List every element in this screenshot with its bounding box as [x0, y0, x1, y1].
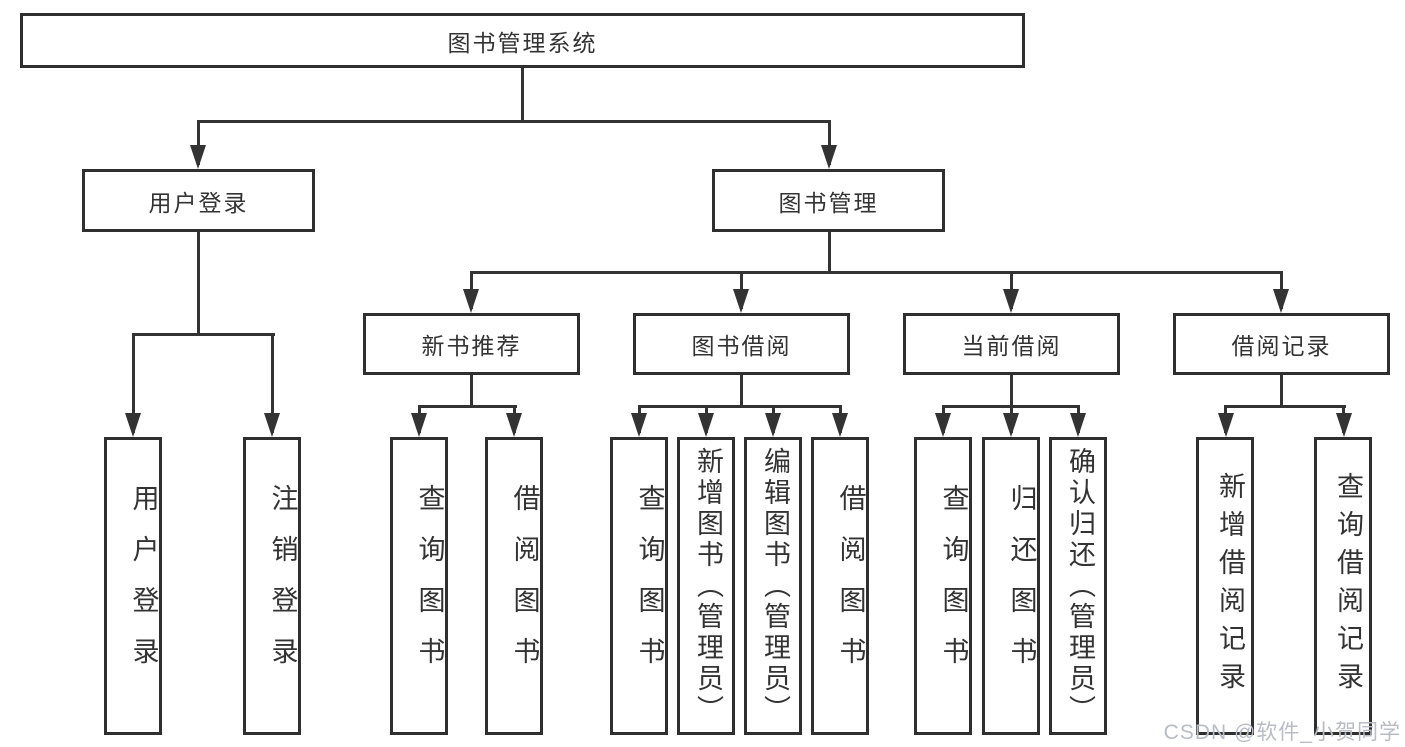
- node-new-book-recommendation: 新书推荐: [363, 313, 580, 375]
- arrowhead-down-icon: [631, 413, 647, 437]
- csdn-watermark: CSDN @软件_小贺同学: [1163, 721, 1401, 744]
- leaf-query-books-recommend: 查询图书: [390, 437, 448, 735]
- leaf-add-borrow-record: 新增借阅记录: [1196, 437, 1254, 735]
- connector-line: [520, 66, 524, 123]
- arrowhead-down-icon: [1070, 413, 1086, 437]
- leaf-return-books: 归还图书: [982, 437, 1040, 735]
- arrowhead-down-icon: [1218, 413, 1234, 437]
- arrowhead-down-icon: [698, 413, 714, 437]
- arrowhead-down-icon: [1003, 289, 1019, 313]
- connector-line: [637, 405, 842, 408]
- leaf-query-books-current: 查询图书: [914, 437, 972, 735]
- connector-line: [196, 232, 200, 336]
- arrowhead-down-icon: [1336, 413, 1352, 437]
- arrowhead-down-icon: [935, 413, 951, 437]
- leaf-confirm-return-admin: 确认归还（管理员）: [1049, 437, 1107, 735]
- node-book-borrowing: 图书借阅: [633, 313, 850, 375]
- node-book-management: 图书管理: [712, 169, 945, 232]
- leaf-user-login: 用户登录: [104, 437, 162, 735]
- connector-line: [1223, 405, 1346, 408]
- node-user-login: 用户登录: [82, 169, 315, 232]
- arrowhead-down-icon: [1003, 413, 1019, 437]
- leaf-query-books-borrowing: 查询图书: [610, 437, 668, 735]
- arrowhead-down-icon: [190, 145, 206, 169]
- arrowhead-down-icon: [832, 413, 848, 437]
- arrowhead-down-icon: [1273, 289, 1289, 313]
- arrowhead-down-icon: [506, 413, 522, 437]
- leaf-query-borrow-record: 查询借阅记录: [1314, 437, 1372, 735]
- connector-line: [739, 375, 743, 408]
- arrowhead-down-icon: [125, 413, 141, 437]
- arrowhead-down-icon: [264, 413, 280, 437]
- connector-line: [131, 333, 275, 336]
- leaf-edit-books-admin: 编辑图书（管理员）: [744, 437, 802, 735]
- leaf-borrow-books-recommend: 借阅图书: [485, 437, 543, 735]
- connector-line: [197, 120, 831, 123]
- arrowhead-down-icon: [411, 413, 427, 437]
- connector-line: [1009, 375, 1013, 408]
- leaf-add-books-admin: 新增图书（管理员）: [677, 437, 735, 735]
- node-borrowing-records: 借阅记录: [1173, 313, 1390, 375]
- node-current-borrowing: 当前借阅: [903, 313, 1120, 375]
- connector-line: [827, 120, 831, 165]
- connector-line: [196, 120, 200, 165]
- connector-line: [270, 333, 274, 433]
- connector-line: [827, 232, 831, 274]
- arrowhead-down-icon: [765, 413, 781, 437]
- arrowhead-down-icon: [733, 289, 749, 313]
- connector-line: [417, 405, 517, 408]
- node-root-book-management-system: 图书管理系统: [20, 13, 1025, 68]
- leaf-borrow-books-borrowing: 借阅图书: [811, 437, 869, 735]
- leaf-logout: 注销登录: [243, 437, 301, 735]
- connector-line: [470, 271, 1283, 274]
- connector-line: [1279, 375, 1283, 408]
- arrowhead-down-icon: [463, 289, 479, 313]
- arrowhead-down-icon: [821, 145, 837, 169]
- connector-line: [469, 375, 473, 408]
- connector-line: [131, 333, 135, 433]
